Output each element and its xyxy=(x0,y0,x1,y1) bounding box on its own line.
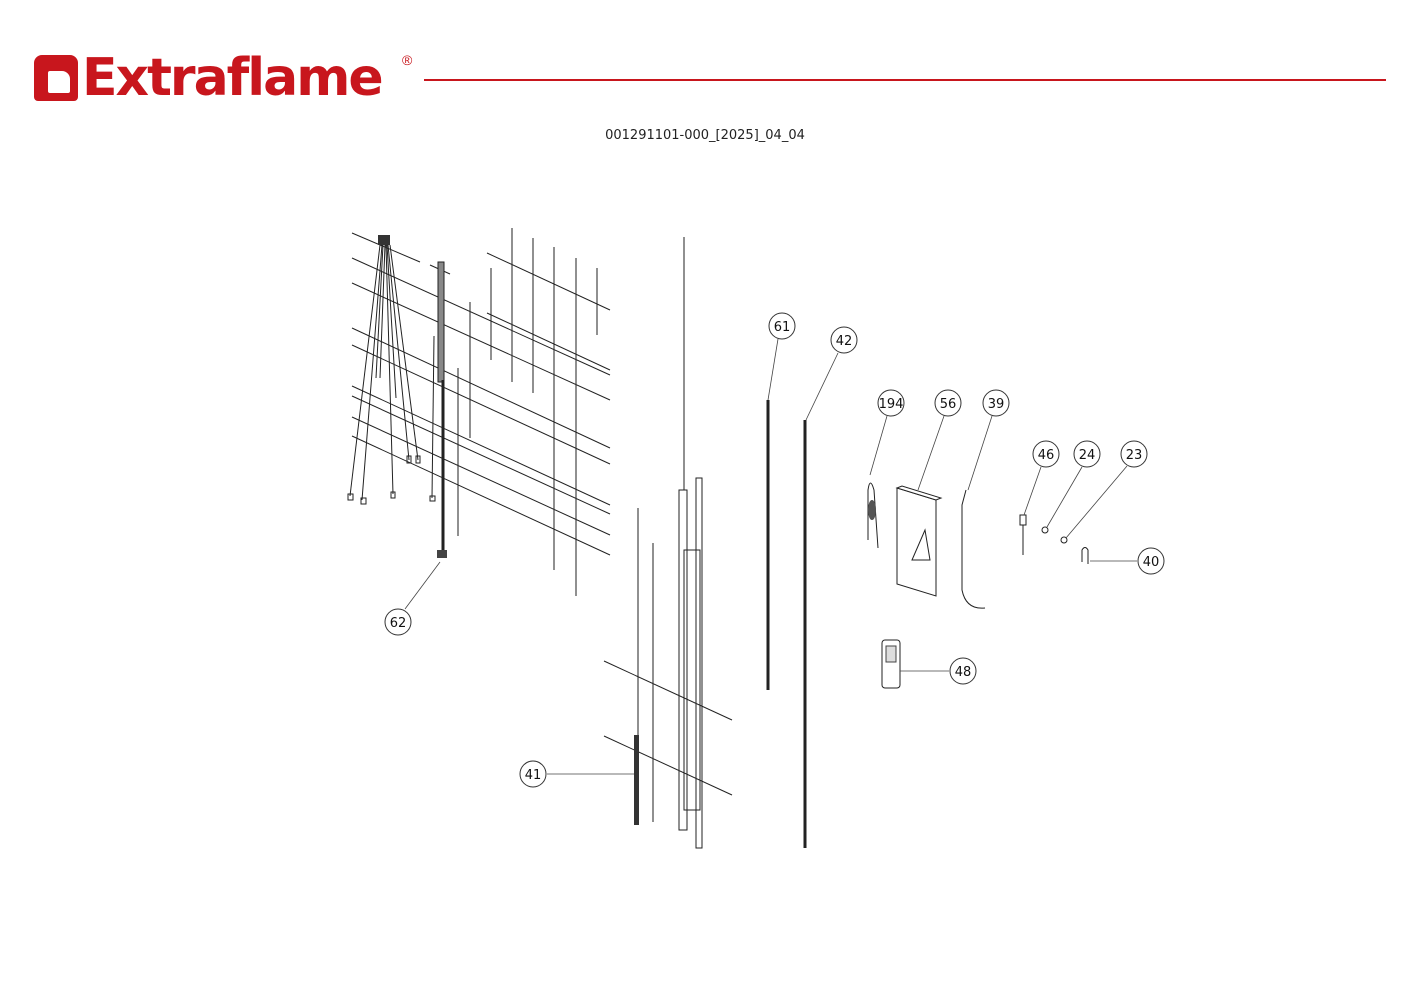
brand-logo: Extraflame xyxy=(34,48,384,108)
svg-text:40: 40 xyxy=(1143,555,1160,570)
callout-56: 56 xyxy=(934,389,962,417)
callout-leaders xyxy=(404,338,1137,775)
svg-text:23: 23 xyxy=(1126,448,1143,463)
callout-39: 39 xyxy=(982,389,1010,417)
callout-41: 41 xyxy=(519,760,547,788)
svg-text:56: 56 xyxy=(940,397,957,412)
registered-mark: ® xyxy=(402,52,413,68)
svg-text:61: 61 xyxy=(774,320,791,335)
callout-194: 194 xyxy=(877,389,905,417)
brand-name: Extraflame xyxy=(82,48,384,108)
svg-text:24: 24 xyxy=(1079,448,1096,463)
callout-40: 40 xyxy=(1137,547,1165,575)
svg-text:48: 48 xyxy=(955,665,972,680)
callout-61: 61 xyxy=(768,312,796,340)
svg-text:62: 62 xyxy=(390,616,407,631)
header-rule xyxy=(424,79,1386,81)
document-code: 001291101-000_[2025]_04_04 xyxy=(605,128,805,143)
parts-group-right xyxy=(766,400,1089,848)
svg-text:41: 41 xyxy=(525,768,542,783)
callout-48: 48 xyxy=(949,657,977,685)
cable-group-41 xyxy=(603,237,733,849)
wiring-harness-group xyxy=(347,228,611,596)
callout-46: 46 xyxy=(1032,440,1060,468)
svg-text:39: 39 xyxy=(988,397,1005,412)
callout-24: 24 xyxy=(1073,440,1101,468)
svg-text:194: 194 xyxy=(879,397,904,412)
svg-text:42: 42 xyxy=(836,334,853,349)
callout-23: 23 xyxy=(1120,440,1148,468)
svg-text:46: 46 xyxy=(1038,448,1055,463)
logo-mark-icon xyxy=(34,55,78,101)
callout-62: 62 xyxy=(384,608,412,636)
callout-42: 42 xyxy=(830,326,858,354)
